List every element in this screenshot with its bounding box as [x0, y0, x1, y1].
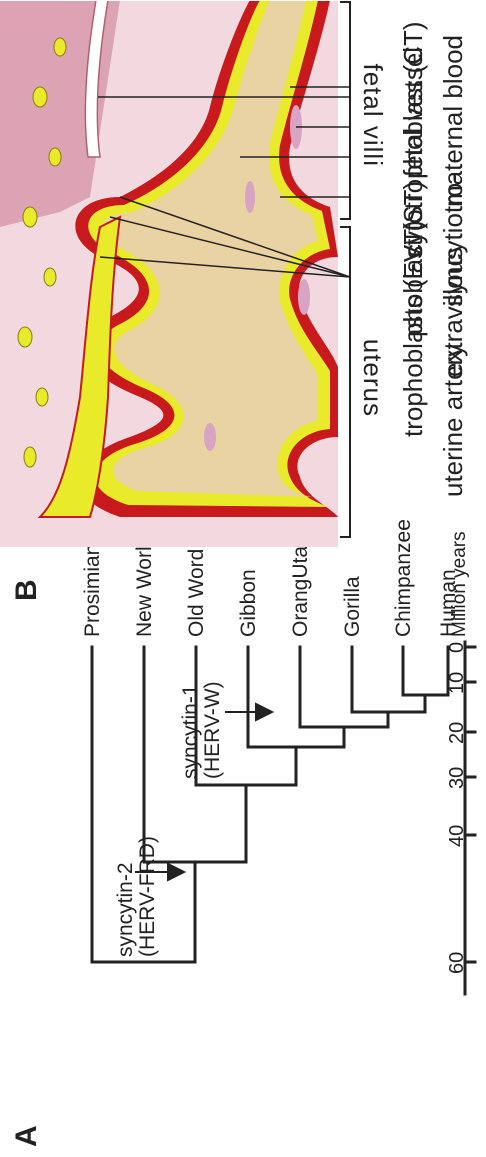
evt-cell	[18, 327, 32, 347]
fetal-vessel	[204, 423, 216, 451]
region-label-fetal-villi: fetal villi	[360, 64, 386, 167]
evt-cell	[44, 268, 56, 286]
evt-cell	[54, 38, 66, 56]
label-uterine-artery: uterine artery	[440, 344, 466, 497]
evt-cell	[33, 87, 47, 107]
region-label-uterus: uterus	[360, 339, 386, 417]
label-extravillous-2: trophoblasts (EVT)	[400, 220, 426, 437]
fetal-vessel	[245, 181, 255, 213]
evt-cell	[24, 447, 36, 467]
evt-cell	[23, 207, 37, 227]
evt-cell	[49, 148, 61, 166]
fetal-vessel	[298, 279, 310, 315]
bracket-fetal-villi	[340, 2, 350, 219]
evt-cell	[36, 388, 48, 406]
